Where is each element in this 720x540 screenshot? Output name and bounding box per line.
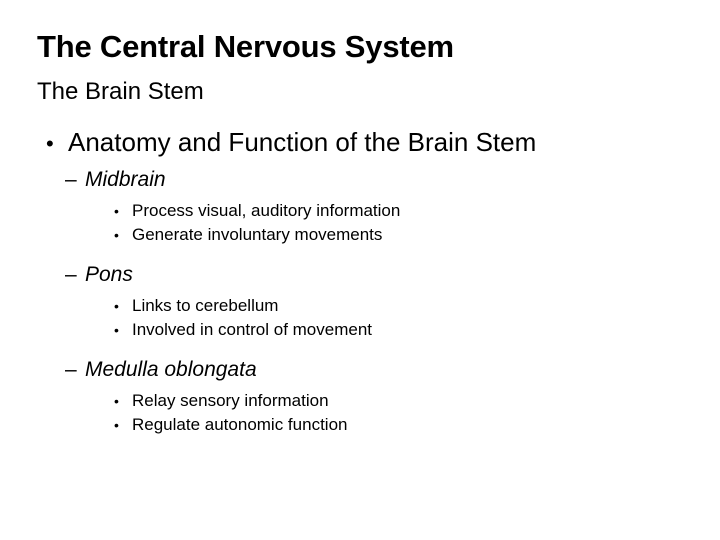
outline-level2-item-medulla-oblongata: – Medulla oblongata [0, 356, 720, 384]
spacer [0, 247, 720, 257]
outline-level3-label: Relay sensory information [132, 391, 329, 410]
outline-level1-label: Anatomy and Function of the Brain Stem [68, 127, 537, 157]
outline-level3-label: Links to cerebellum [132, 296, 279, 315]
outline-level2-item-midbrain: – Midbrain [0, 166, 720, 194]
bullet-level3-icon: • [114, 298, 119, 314]
bullet-level3-icon: • [114, 417, 119, 433]
outline-level3-item: • Links to cerebellum [0, 294, 720, 318]
slide-subtitle: The Brain Stem [37, 78, 204, 105]
outline-level3-label: Generate involuntary movements [132, 225, 383, 244]
bullet-level3-icon: • [114, 393, 119, 409]
outline-level2-label: Medulla oblongata [85, 358, 257, 381]
slide-title: The Central Nervous System [37, 29, 454, 64]
outline-level3-label: Involved in control of movement [132, 320, 373, 339]
outline-level3-label: Regulate autonomic function [132, 415, 348, 434]
outline-level3-label: Process visual, auditory information [132, 201, 401, 220]
outline-level2-label: Pons [85, 263, 133, 286]
bullet-level1-icon: • [46, 131, 54, 156]
spacer [0, 342, 720, 352]
bullet-level3-icon: • [114, 227, 119, 243]
outline-level3-item: • Involved in control of movement [0, 318, 720, 342]
dash-level2-icon: – [65, 263, 77, 286]
outline-level2-label: Midbrain [85, 168, 166, 191]
outline-level3-item: • Generate involuntary movements [0, 223, 720, 247]
bullet-level3-icon: • [114, 203, 119, 219]
outline-level1-item: • Anatomy and Function of the Brain Stem [0, 126, 720, 160]
dash-level2-icon: – [65, 168, 77, 191]
outline-level3-item: • Process visual, auditory information [0, 199, 720, 223]
outline-level2-item-pons: – Pons [0, 261, 720, 289]
bullet-level3-icon: • [114, 322, 119, 338]
outline-level3-item: • Regulate autonomic function [0, 413, 720, 437]
dash-level2-icon: – [65, 358, 77, 381]
outline-level3-item: • Relay sensory information [0, 389, 720, 413]
slide-body-outline: • Anatomy and Function of the Brain Stem… [0, 126, 720, 437]
